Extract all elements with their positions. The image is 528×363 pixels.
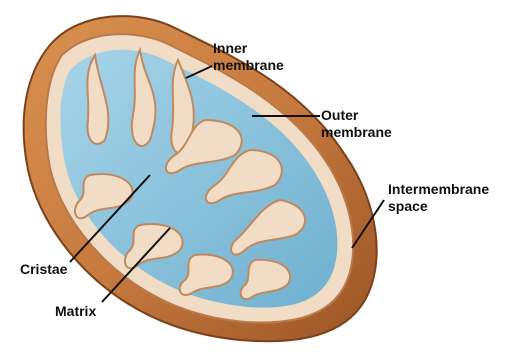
label-intermembrane-space-line1: Intermembrane xyxy=(388,181,489,198)
label-matrix: Matrix xyxy=(55,303,96,320)
label-intermembrane-space-line2: space xyxy=(388,198,489,215)
label-inner-membrane-line2: membrane xyxy=(213,57,284,74)
label-inner-membrane-line1: Inner xyxy=(213,40,284,57)
label-outer-membrane-line1: Outer xyxy=(321,107,392,124)
label-outer-membrane: Outer membrane xyxy=(321,107,392,141)
label-inner-membrane: Inner membrane xyxy=(213,40,284,74)
label-intermembrane-space: Intermembrane space xyxy=(388,181,489,215)
label-cristae: Cristae xyxy=(20,261,67,278)
label-outer-membrane-line2: membrane xyxy=(321,124,392,141)
